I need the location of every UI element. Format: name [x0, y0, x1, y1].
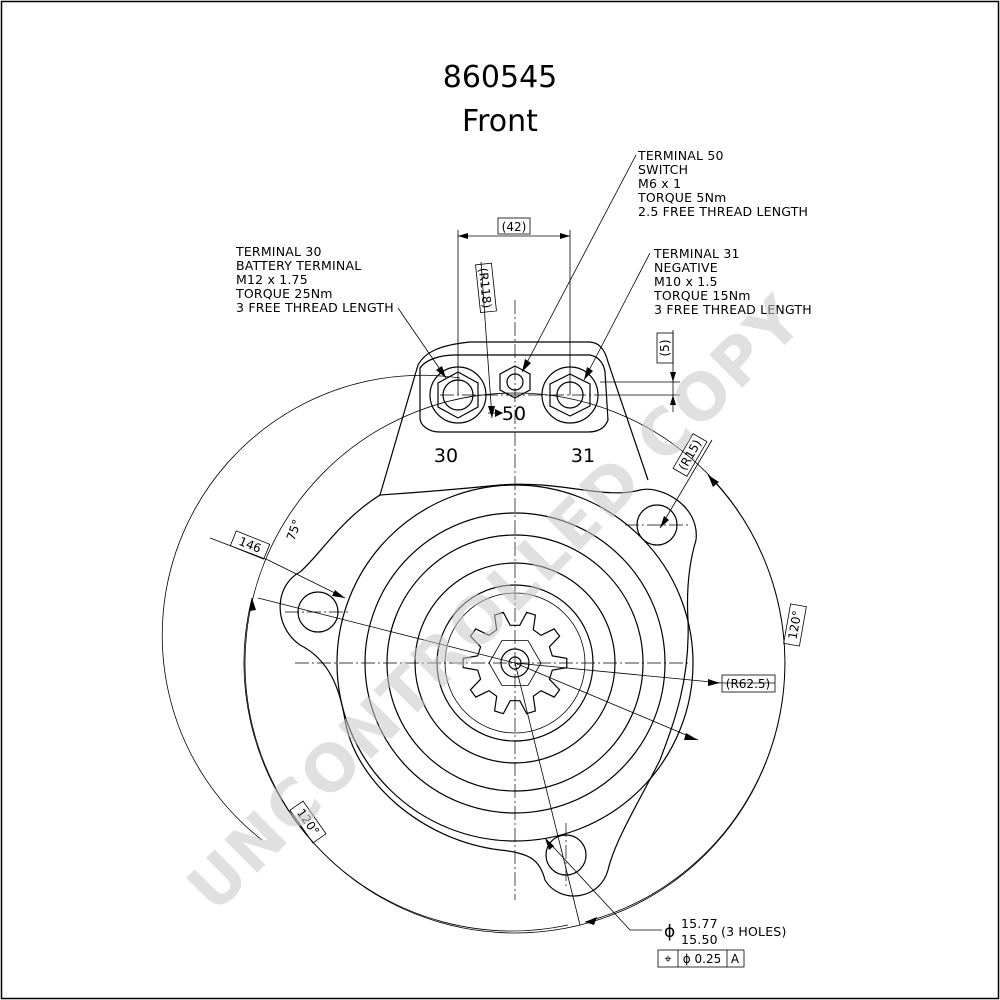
- mounting-flange-outline: [279, 483, 697, 897]
- terminal-50-line-1: TERMINAL 50: [637, 148, 724, 163]
- terminal-30-label: 30: [434, 445, 458, 467]
- terminal-31-line-1: TERMINAL 31: [653, 246, 740, 261]
- dim-146: 146: [237, 534, 263, 556]
- terminal-30-line-5: 3 FREE THREAD LENGTH: [236, 300, 394, 315]
- terminal-30-line-4: TORQUE 25Nm: [235, 286, 333, 301]
- dim-angle-120-right: 120°: [786, 610, 805, 641]
- pinion-gear-teeth: [462, 611, 568, 715]
- terminal-50-note: TERMINAL 50 SWITCH M6 x 1 TORQUE 5Nm 2.5…: [521, 148, 808, 373]
- dim-offset-5: (5): [658, 340, 672, 357]
- terminal-50-line-4: TORQUE 5Nm: [637, 190, 727, 205]
- tolerance-datum: A: [731, 952, 740, 966]
- terminal-30-line-3: M12 x 1.75: [236, 272, 308, 287]
- tolerance-frame: ⌖ ϕ 0.25 A: [657, 949, 745, 968]
- dim-width-42: (42): [502, 220, 527, 234]
- terminal-bracket: [379, 341, 649, 496]
- terminal-31-line-2: NEGATIVE: [654, 260, 718, 275]
- hole-diameter-upper: 15.77: [681, 916, 718, 931]
- hole-diameter-symbol: ϕ: [664, 922, 675, 942]
- terminal-30-note: TERMINAL 30 BATTERY TERMINAL M12 x 1.75 …: [235, 244, 447, 379]
- terminal-31-note: TERMINAL 31 NEGATIVE M10 x 1.5 TORQUE 15…: [583, 246, 812, 381]
- terminal-30-line-2: BATTERY TERMINAL: [236, 258, 361, 273]
- terminal-50-line-3: M6 x 1: [638, 176, 681, 191]
- hole-diameter-lower: 15.50: [681, 932, 718, 947]
- part-number-title: 860545: [443, 60, 558, 95]
- dimensions: (42) (R118) (5) (R15) 120°: [209, 217, 807, 932]
- view-title: Front: [462, 104, 538, 139]
- terminal-50-line-5: 2.5 FREE THREAD LENGTH: [638, 204, 808, 219]
- position-tolerance-icon: ⌖: [664, 952, 672, 967]
- uncontrolled-copy-watermark: UNCONTROLLED COPY: [174, 282, 818, 926]
- terminal-50-label: 50: [502, 403, 526, 425]
- terminal-30-line-1: TERMINAL 30: [235, 244, 322, 259]
- outer-reference-arc: [161, 374, 461, 841]
- tolerance-value: ϕ 0.25: [683, 952, 721, 966]
- terminal-31-line-3: M10 x 1.5: [654, 274, 718, 289]
- terminal-31-line-4: TORQUE 15Nm: [653, 288, 751, 303]
- dim-angle-75: 75°: [284, 518, 304, 543]
- terminal-50-line-2: SWITCH: [638, 162, 688, 177]
- hole-callout: ϕ 15.77 15.50 (3 HOLES): [544, 837, 787, 947]
- hole-count: (3 HOLES): [721, 924, 787, 939]
- terminal-31-label: 31: [571, 445, 595, 467]
- dim-radius-62-5: (R62.5): [726, 677, 770, 691]
- terminal-plate: [419, 354, 609, 433]
- terminal-31-line-5: 3 FREE THREAD LENGTH: [654, 302, 812, 317]
- dim-radius-118: (R118): [476, 267, 494, 309]
